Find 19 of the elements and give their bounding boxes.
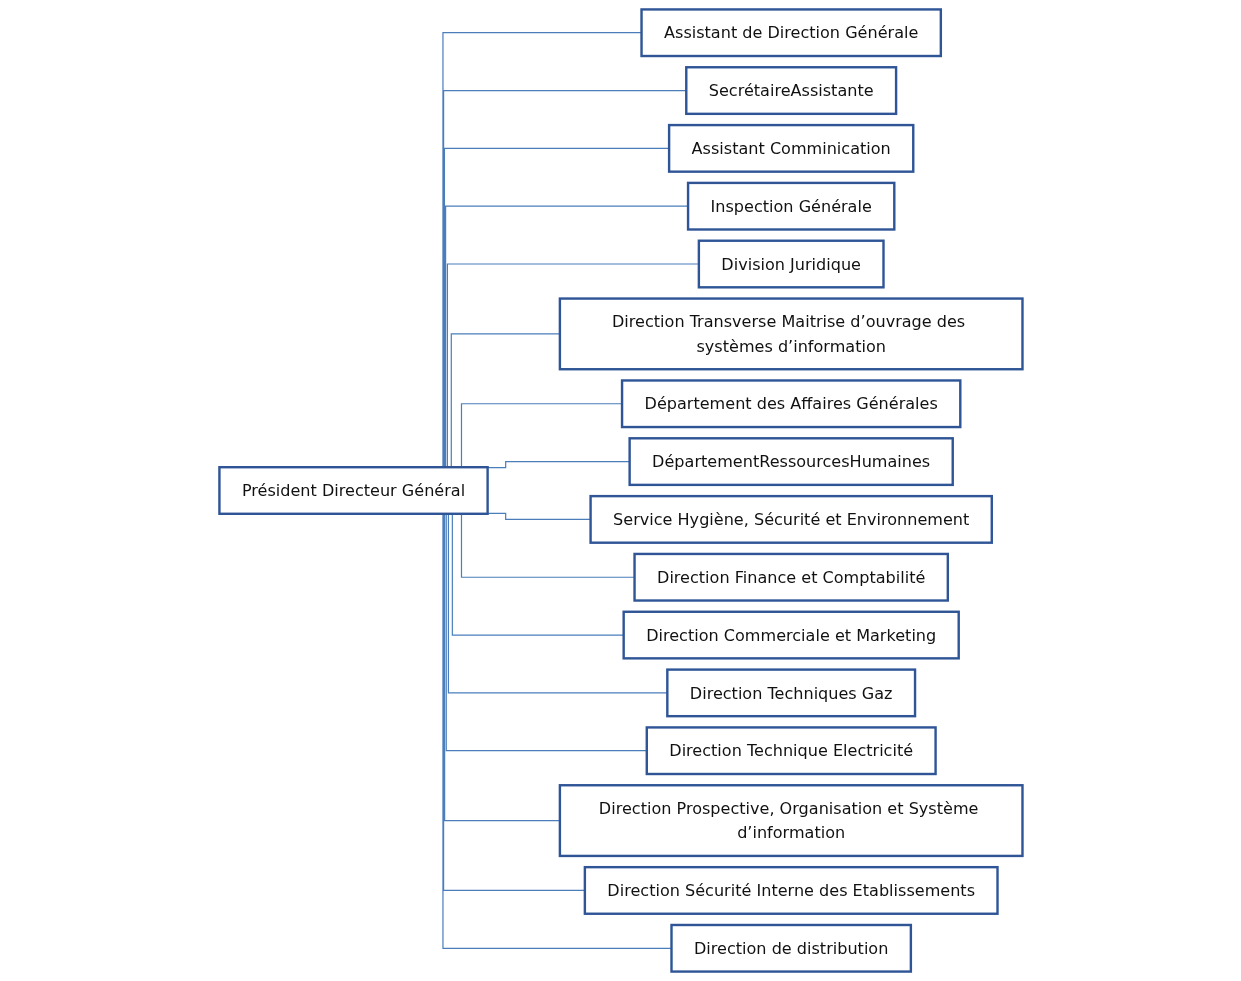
node-box: Direction Techniques Gaz [665,668,916,718]
node-box: Direction Transverse Maitrise d’ouvrage des systèmes d’information [558,297,1024,371]
node-box: Direction de distribution [669,923,912,973]
node-box: Président Directeur Général [217,466,489,515]
node-box: Inspection Générale [686,181,896,231]
node-box: Direction Sécurité Interne des Etablissements [583,865,999,915]
connector [486,512,591,520]
node-box: Assistant de Direction Générale [639,8,942,58]
connector [486,461,630,469]
node-box: Service Hygiène, Sécurité et Environnement [588,494,993,544]
node-box: Direction Commerciale et Marketing [622,610,960,660]
node-box: Département des Affaires Générales [620,379,962,429]
node-box: Direction Technique Electricité [645,726,937,776]
node-box: Direction Prospective, Organisation et Système d’information [558,784,1024,858]
node-box: Direction Finance et Comptabilité [632,552,949,602]
node-box: Assistant Comminication [667,123,914,173]
node-box: SecrétaireAssistante [684,66,897,116]
node-box: Division Juridique [697,239,885,289]
node-box: DépartementRessourcesHumaines [627,437,954,487]
